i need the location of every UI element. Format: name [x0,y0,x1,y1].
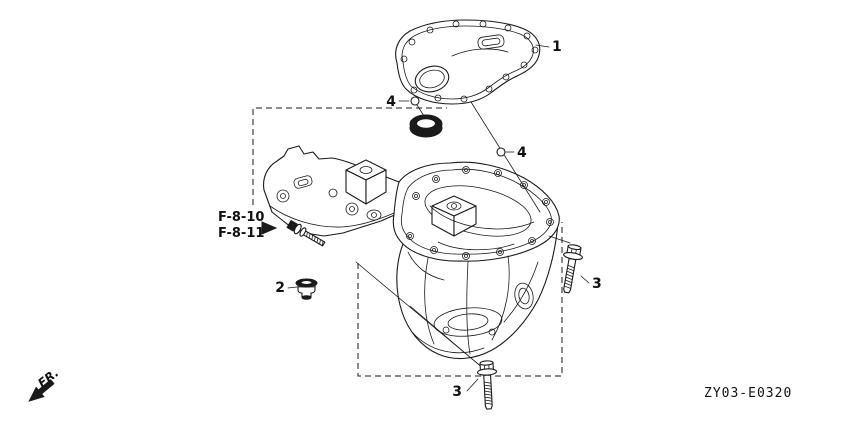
pan-bolt-bosses [406,166,554,260]
cross-ref-1: F-8-10 [218,210,264,225]
leader-line-bolt-bottom-b [409,305,485,370]
leader-line-part1 [535,44,550,48]
callout-4-lower-ring-icon [496,147,506,157]
leader-line-part4-upper [416,104,425,117]
callout-3-bottom: 3 [452,384,462,400]
cross-ref-2: F-8-11 [218,226,264,241]
flange-bolt-bottom [476,359,499,410]
callout-4-lower: 4 [517,145,527,161]
view-boundary-lower [357,222,563,377]
leader-line-part2 [287,286,298,289]
callout-3-right: 3 [592,276,602,292]
oil-seal-part [409,114,443,138]
callout-2: 2 [275,280,285,296]
leader-line-bolt-right [548,235,571,244]
gasket-part [395,19,541,105]
cross-ref-arrow-icon [261,221,278,235]
front-direction-indicator: FR. [28,366,61,402]
oil-pan-part [263,145,560,359]
fr-arrow-icon [28,379,55,402]
front-direction-label: FR. [35,366,61,391]
reference-screw [286,219,326,247]
assembly-centerline [470,101,541,213]
pan-opening [424,185,532,237]
callout-1: 1 [552,39,562,55]
leader-line-part3-bottom [466,378,479,392]
callout-4-upper-ring-icon [410,96,420,106]
gasket-bolt-holes [400,20,539,103]
gasket-oil-port [414,65,450,93]
grommet-part [295,278,318,300]
diagram-code: ZY03-E0320 [704,386,792,401]
flange-bolt-right [556,242,585,295]
leader-line-part3-right [580,275,590,284]
callout-4-upper: 4 [386,94,396,110]
view-boundary-upper [252,107,447,205]
